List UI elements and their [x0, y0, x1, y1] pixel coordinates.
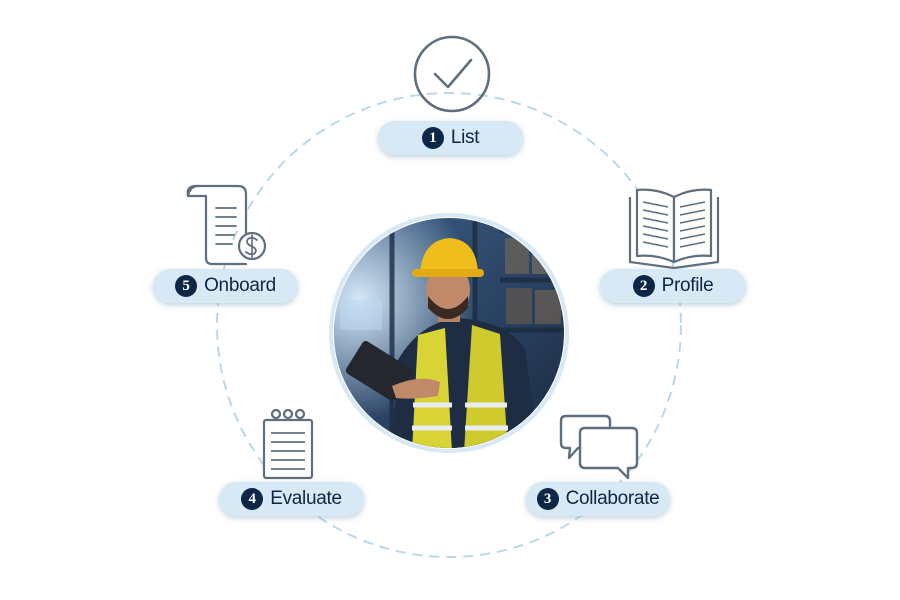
step-1-list[interactable]: 1 List [378, 121, 523, 155]
center-photo [329, 213, 569, 453]
open-book-icon [628, 188, 720, 270]
step-label: List [450, 127, 480, 148]
step-5-onboard[interactable]: 5 Onboard [153, 269, 298, 303]
notepad-icon [262, 408, 314, 480]
cycle-ring [216, 92, 682, 558]
invoice-scroll-icon [186, 184, 267, 266]
step-number-badge: 4 [241, 488, 264, 510]
chat-bubbles-icon [559, 414, 639, 480]
step-number-badge: 2 [632, 275, 655, 297]
step-label: Collaborate [565, 488, 660, 509]
checkmark-circle-icon [413, 35, 491, 113]
step-3-collaborate[interactable]: 3 Collaborate [526, 482, 670, 516]
step-number-badge: 5 [175, 275, 198, 297]
step-2-profile[interactable]: 2 Profile [600, 269, 746, 303]
step-label: Onboard [204, 275, 276, 296]
step-number-badge: 1 [421, 127, 444, 149]
step-number-badge: 3 [536, 488, 559, 510]
step-label: Evaluate [270, 488, 342, 509]
step-label: Profile [661, 275, 714, 296]
step-4-evaluate[interactable]: 4 Evaluate [219, 482, 364, 516]
